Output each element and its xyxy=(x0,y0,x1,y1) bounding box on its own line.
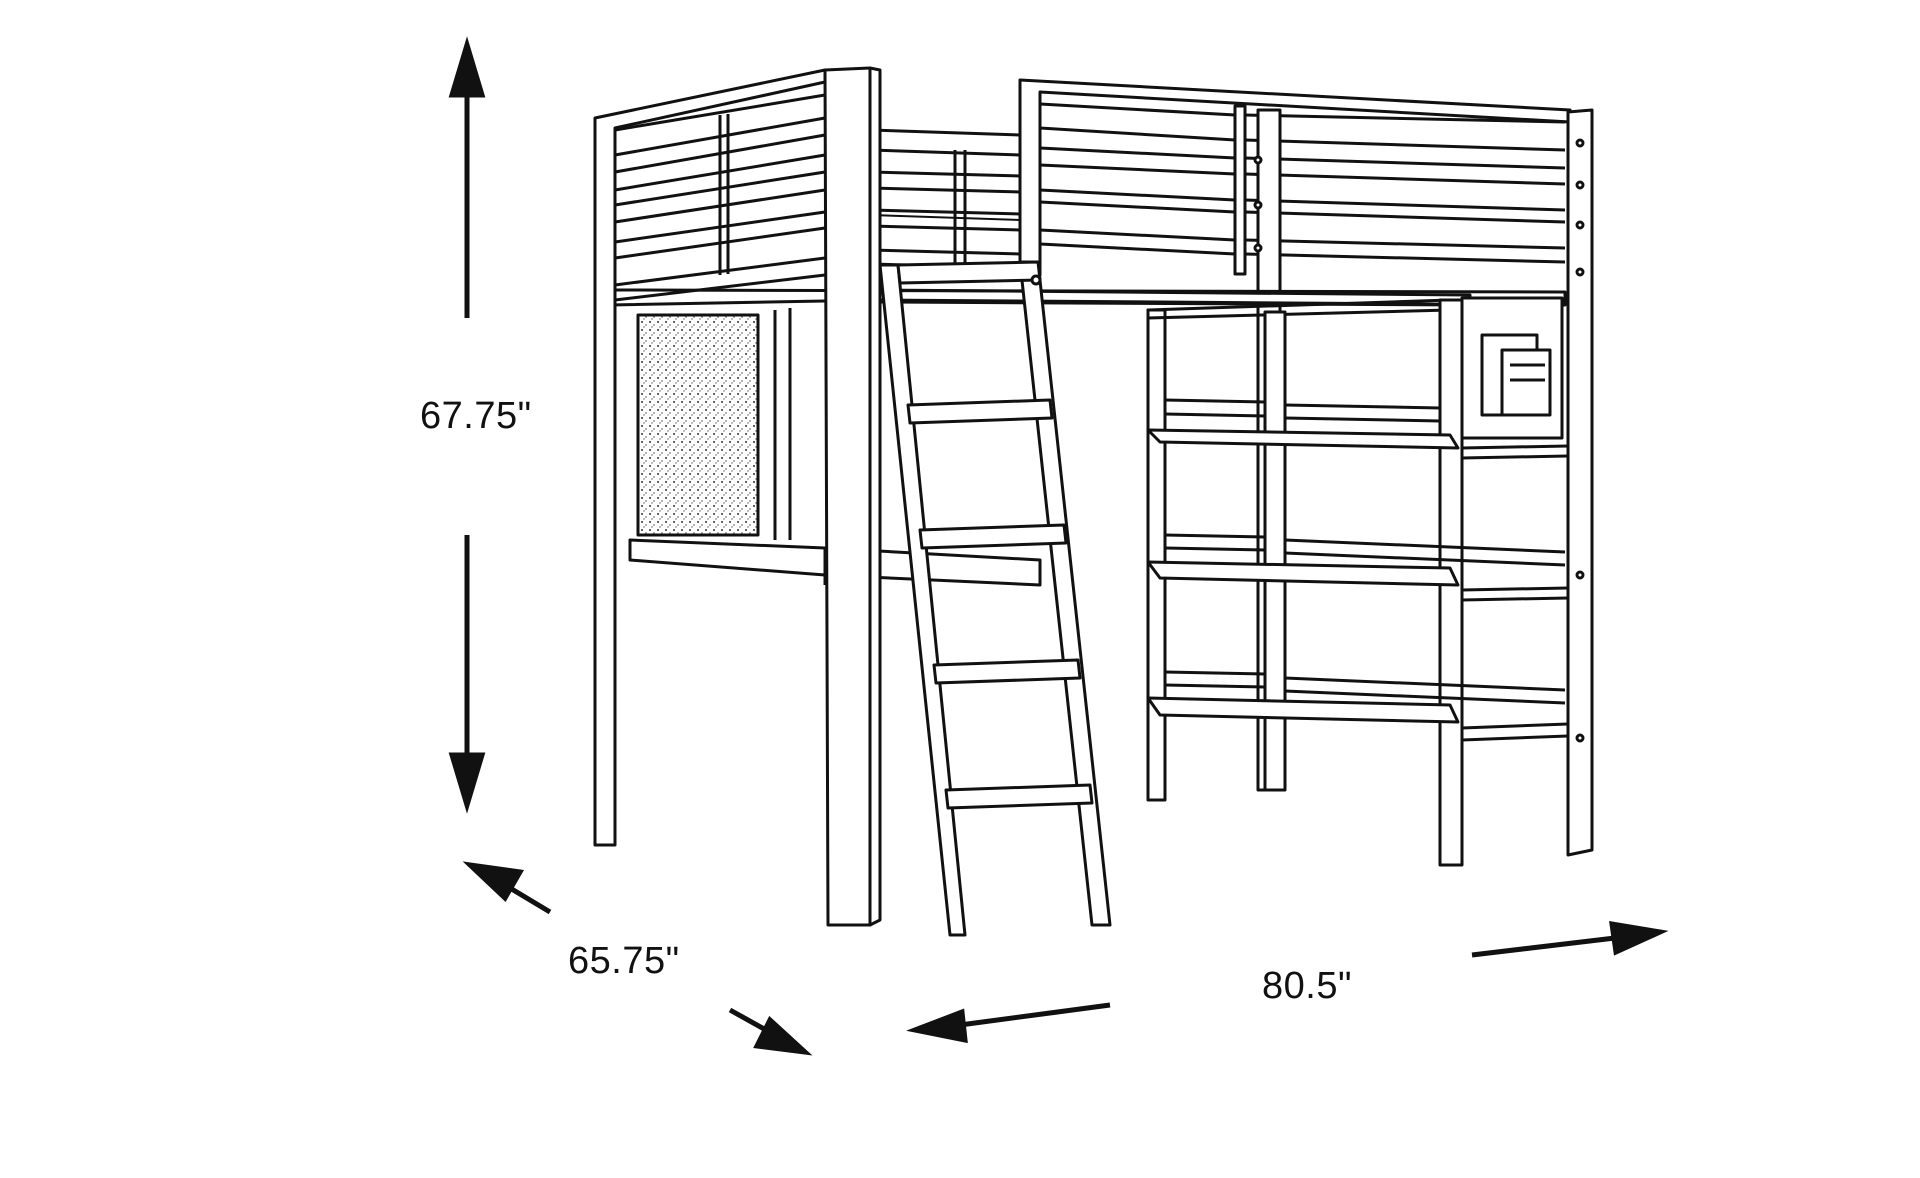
depth-dimension-label: 65.75" xyxy=(568,940,680,982)
width-arrow xyxy=(906,920,1669,1044)
height-dimension-label: 67.75" xyxy=(420,395,532,437)
shelf-middle xyxy=(1146,560,1460,587)
right-front-post xyxy=(1566,108,1594,857)
desk-shelving xyxy=(1146,298,1569,867)
loft-bed-drawing xyxy=(593,66,1594,937)
ladder xyxy=(878,260,1112,937)
right-guard-rail xyxy=(1018,78,1572,277)
cork-board xyxy=(636,313,760,537)
depth-arrow xyxy=(462,861,813,1056)
width-dimension-label: 80.5" xyxy=(1262,965,1352,1007)
shelf-bottom xyxy=(1146,696,1460,724)
rivets xyxy=(1253,138,1585,743)
left-front-post xyxy=(823,66,872,927)
shelf-top xyxy=(1146,428,1460,450)
back-rail xyxy=(869,128,1021,270)
height-arrow xyxy=(448,36,486,814)
pocket-organizer xyxy=(1460,296,1564,440)
